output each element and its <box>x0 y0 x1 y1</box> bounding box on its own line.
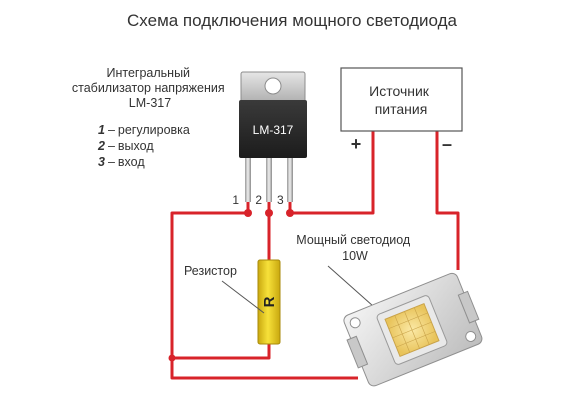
junction-dot <box>168 354 176 362</box>
led-caption-line: Мощный светодиод <box>296 233 411 247</box>
pin-number: 3 <box>98 155 105 169</box>
led-terminal <box>457 290 480 324</box>
wire-pin3-plus <box>288 130 375 215</box>
wires <box>170 130 460 380</box>
pin-name: вход <box>118 155 145 169</box>
power-source: Источник питания <box>340 67 463 132</box>
pin-dash: – <box>108 139 115 153</box>
resistor-caption: Резистор <box>184 264 237 278</box>
pin-name: регулировка <box>118 123 190 137</box>
regulator-pin <box>245 158 251 202</box>
pin-name: выход <box>118 139 154 153</box>
resistor-body <box>257 259 281 345</box>
power-source-box <box>340 67 463 132</box>
regulator-caption-line: Интегральный <box>106 66 190 80</box>
regulator-pin <box>266 158 272 202</box>
minus-terminal-label: – <box>442 134 452 154</box>
wire-minus-led <box>435 130 460 270</box>
regulator-caption-line: LM-317 <box>129 96 171 110</box>
pin-legend-1: 1–регулировка <box>98 123 190 137</box>
resistor-symbol: R <box>261 296 278 307</box>
pin-dash: – <box>108 155 115 169</box>
junction-dot <box>286 209 294 217</box>
lm317-regulator: LM-317 <box>239 71 307 202</box>
wire-resistor-bottom <box>172 342 271 360</box>
pin-number: 1 <box>98 123 105 137</box>
power-source-label-line: Источник <box>369 83 430 99</box>
regulator-caption-line: стабилизатор напряжения <box>72 81 225 95</box>
wire-pin1 <box>170 200 358 380</box>
junction-dot <box>265 209 273 217</box>
pin-marker-1: 1 <box>232 193 239 207</box>
junction-dot <box>244 209 252 217</box>
led-chip-grid <box>388 307 436 353</box>
led-mount-hole <box>465 330 477 342</box>
regulator-tab-hole <box>264 77 282 95</box>
pin-dash: – <box>108 123 115 137</box>
pin-marker-2: 2 <box>255 193 262 207</box>
pin-legend-2: 2–выход <box>97 139 154 153</box>
led-mount-hole <box>349 317 361 329</box>
pin-legend-3: 3–вход <box>98 155 145 169</box>
led-leader-line <box>327 265 374 307</box>
regulator-body-label: LM-317 <box>253 123 294 137</box>
power-source-label-line: питания <box>375 101 428 117</box>
power-source-label: Источник питания <box>369 83 433 117</box>
resistor-leader-line <box>221 280 265 314</box>
resistor: R <box>257 259 281 345</box>
regulator-body <box>239 100 307 158</box>
plus-terminal-label: + <box>351 134 362 154</box>
led-caption: Мощный светодиод 10W <box>296 233 413 263</box>
regulator-caption: Интегральный стабилизатор напряжения LM-… <box>72 66 228 110</box>
pin-number: 2 <box>97 139 105 153</box>
power-led <box>343 272 483 387</box>
led-caption-line: 10W <box>342 249 368 263</box>
pin-marker-3: 3 <box>277 193 284 207</box>
page-title: Схема подключения мощного светодиода <box>127 11 457 30</box>
regulator-pin <box>287 158 293 202</box>
led-terminal <box>346 335 369 369</box>
